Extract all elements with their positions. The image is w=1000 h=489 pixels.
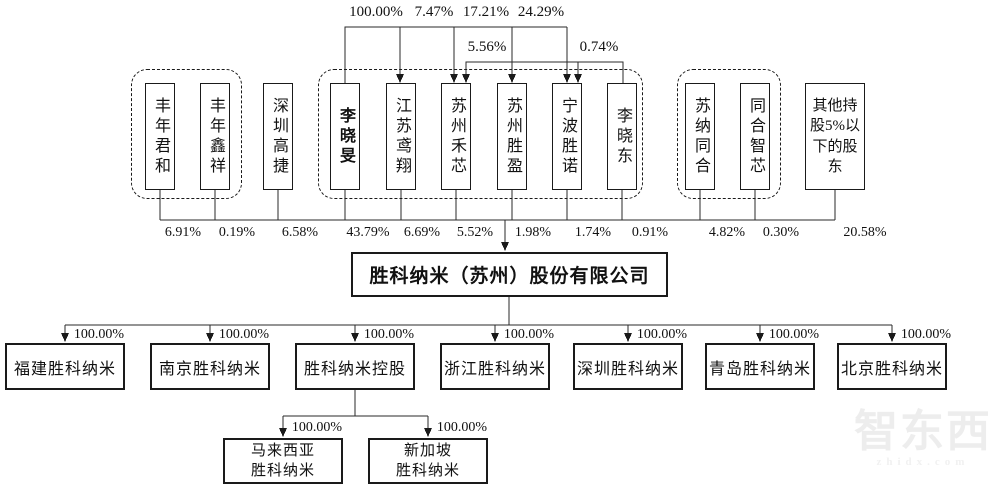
shareholder-box-fengnian-xinxiang: 丰年鑫祥: [200, 83, 230, 190]
subsidiary-percent: 100.00%: [503, 327, 555, 342]
shareholder-box-fengnian-junhe: 丰年君和: [145, 83, 175, 190]
subsidiary-name-line1: 马来西亚: [250, 442, 315, 459]
top-percent-ningbo-shengnuo: 24.29%: [517, 4, 565, 20]
shareholding-percent: 1.74%: [574, 225, 612, 240]
shareholding-percent: 6.69%: [403, 225, 441, 240]
shareholding-percent: 6.91%: [164, 225, 202, 240]
subsidiary-name-line2: 胜科纳米: [395, 463, 460, 479]
subsidiary-percent: 100.00%: [768, 327, 820, 342]
subsidiary-percent: 100.00%: [363, 327, 415, 342]
shareholding-percent: 5.52%: [456, 225, 494, 240]
shareholding-percent: 20.58%: [843, 225, 887, 240]
group-fengnian: [131, 69, 242, 199]
subsidiary-name-line2: 胜科纳米: [250, 463, 315, 479]
subsidiary-box-beijing: 北京胜科纳米: [837, 343, 947, 390]
subsidiary-box-malaysia: 马来西亚 胜科纳米: [223, 438, 343, 484]
shareholder-label: 宁波胜诺: [559, 96, 576, 177]
shareholder-label: 同合智芯: [747, 96, 764, 177]
subsidiary-box-singapore: 新加坡 胜科纳米: [368, 438, 488, 484]
shareholding-percent: 1.98%: [514, 225, 552, 240]
subsidiary-percent: 100.00%: [636, 327, 688, 342]
top-percent-suzhou-shengying: 17.21%: [462, 4, 510, 20]
subsidiary-name: 深圳胜科纳米: [576, 360, 679, 378]
shareholder-label: 丰年鑫祥: [207, 96, 224, 177]
overseas-percent: 100.00%: [436, 420, 488, 435]
shareholder-box-tonghe-zhixin: 同合智芯: [740, 83, 770, 190]
subsidiary-name: 北京胜科纳米: [840, 360, 943, 378]
subsidiary-name: 胜科纳米控股: [303, 360, 406, 378]
shareholder-box-other-under-5pct: 其他持股5%以下的股东: [805, 83, 865, 190]
top-percent-suzhou-hexin: 7.47%: [414, 4, 454, 20]
shareholder-label: 李晓旻: [337, 106, 354, 167]
shareholding-percent: 0.19%: [218, 225, 256, 240]
subsidiary-box-shenzhen: 深圳胜科纳米: [573, 343, 683, 390]
group-lixiaomin-entities: [318, 69, 643, 199]
subsidiary-name: 南京胜科纳米: [158, 360, 261, 378]
shareholding-percent: 6.58%: [281, 225, 319, 240]
shareholder-label: 苏州胜盈: [504, 96, 521, 177]
shareholding-percent: 0.30%: [762, 225, 800, 240]
subsidiary-name: 福建胜科纳米: [13, 360, 116, 378]
shareholder-label: 苏州禾芯: [448, 96, 465, 177]
top-percent-lixiaodong-shengnuo: 0.74%: [579, 39, 619, 55]
shareholding-percent: 4.82%: [708, 225, 746, 240]
subsidiary-percent: 100.00%: [218, 327, 270, 342]
shareholder-box-suzhou-hexin: 苏州禾芯: [441, 83, 471, 190]
subsidiary-percent: 100.00%: [73, 327, 125, 342]
shareholder-label: 苏纳同合: [692, 96, 709, 177]
shareholder-box-suna-tonghe: 苏纳同合: [685, 83, 715, 190]
shareholding-percent: 0.91%: [631, 225, 669, 240]
shareholder-label: 李晓东: [614, 106, 631, 167]
subsidiary-box-nanjing: 南京胜科纳米: [150, 343, 270, 390]
subsidiary-percent: 100.00%: [900, 327, 952, 342]
company-box-shengke-nano: 胜科纳米（苏州）股份有限公司: [351, 252, 668, 297]
subsidiary-box-holding: 胜科纳米控股: [295, 343, 415, 390]
shareholder-box-jiangsu-yuanxiang: 江苏鸢翔: [386, 83, 416, 190]
subsidiary-box-fujian: 福建胜科纳米: [5, 343, 125, 390]
shareholding-percent: 43.79%: [346, 225, 390, 240]
shareholder-box-ningbo-shengnuo: 宁波胜诺: [552, 83, 582, 190]
top-percent-jiangsu-yuanxiang: 100.00%: [349, 4, 403, 20]
shareholder-box-shenzhen-gaojie: 深圳高捷: [263, 83, 293, 190]
shareholder-label: 丰年君和: [152, 96, 169, 177]
shareholder-label: 江苏鸢翔: [393, 96, 410, 177]
subsidiary-name: 青岛胜科纳米: [708, 360, 811, 378]
overseas-percent: 100.00%: [291, 420, 343, 435]
group-tonghe: [677, 69, 781, 199]
subsidiary-box-zhejiang: 浙江胜科纳米: [440, 343, 550, 390]
shareholder-label: 其他持股5%以下的股东: [810, 98, 860, 175]
subsidiary-name: 浙江胜科纳米: [443, 360, 546, 378]
shareholder-box-li-xiaodong: 李晓东: [607, 83, 637, 190]
shareholder-label: 深圳高捷: [270, 96, 287, 177]
subsidiary-name-line1: 新加坡: [403, 442, 452, 459]
subsidiary-box-qingdao: 青岛胜科纳米: [705, 343, 815, 390]
shareholder-box-suzhou-shengying: 苏州胜盈: [497, 83, 527, 190]
top-percent-lixiaodong-hexin: 5.56%: [467, 39, 507, 55]
shareholder-box-li-xiaomin: 李晓旻: [330, 83, 360, 190]
company-name: 胜科纳米（苏州）股份有限公司: [369, 266, 650, 287]
